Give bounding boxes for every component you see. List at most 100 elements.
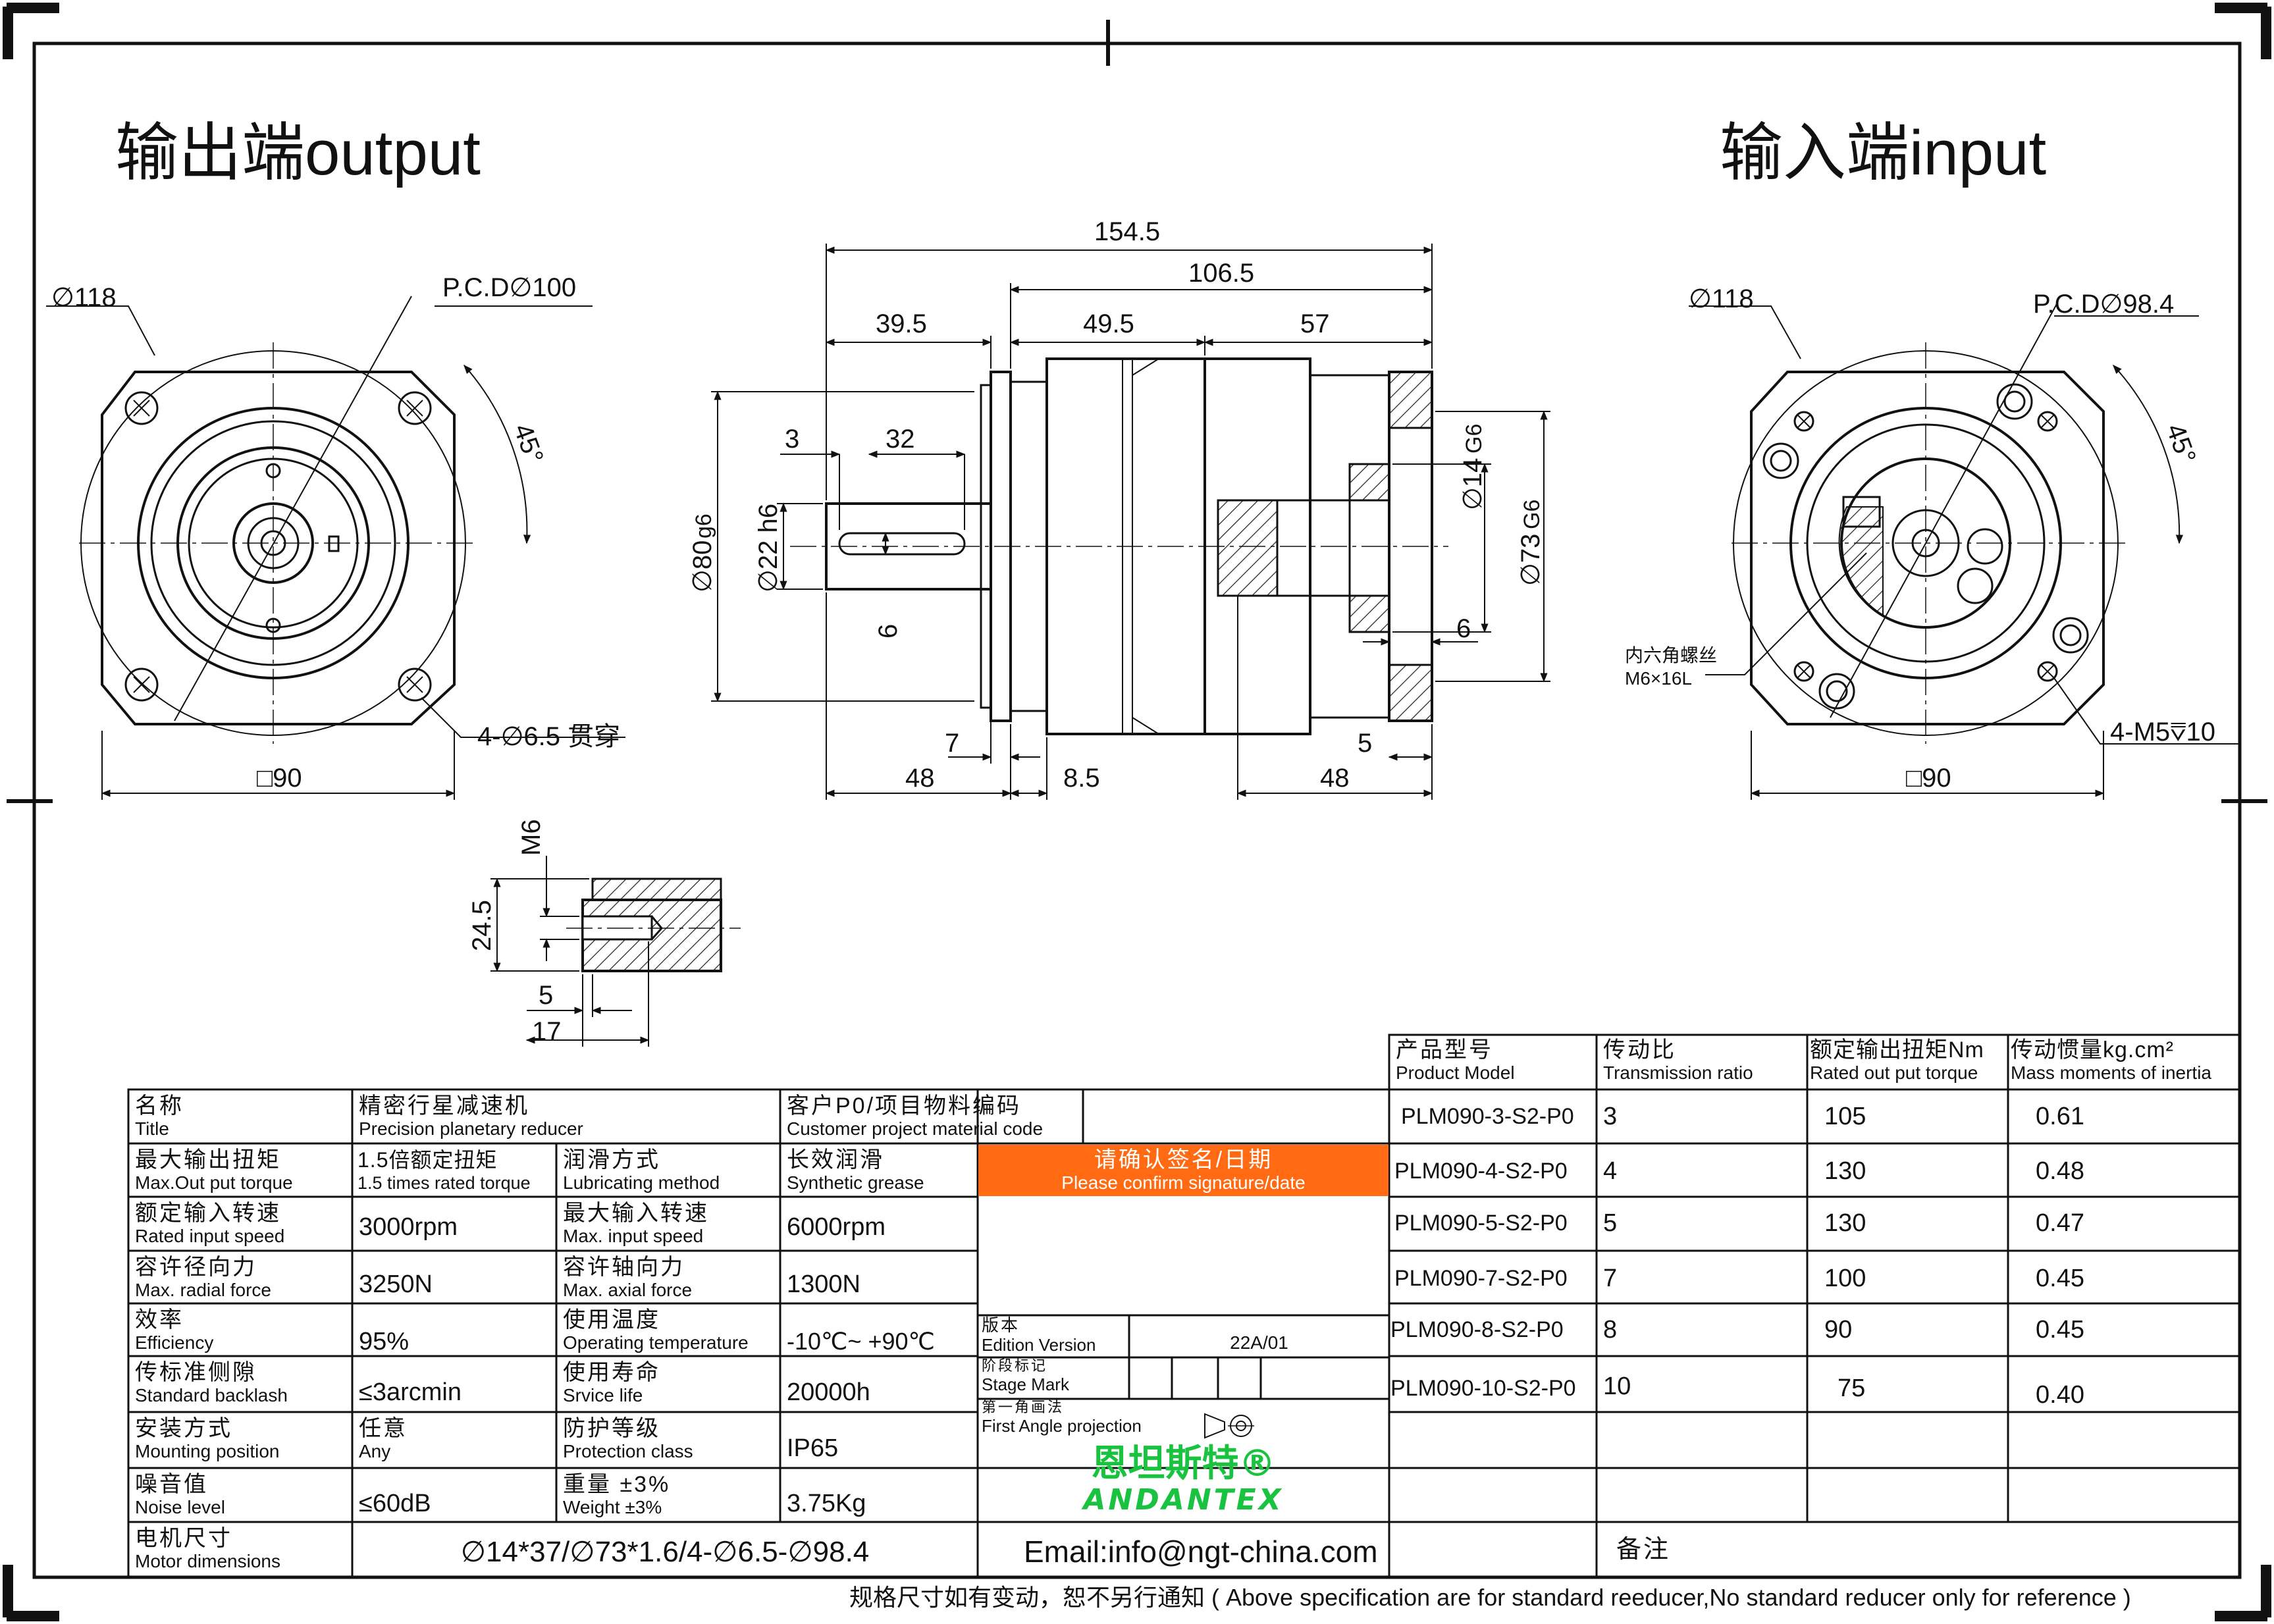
value-en: Any xyxy=(359,1441,391,1461)
value: 1300N xyxy=(787,1270,860,1298)
dim-bore-dia: ∅14 G6 xyxy=(1458,424,1487,510)
dim-spigot-depth: 6 xyxy=(1456,614,1471,643)
label-zh: 最大输出扭矩 xyxy=(135,1147,281,1172)
confirm-signature[interactable]: 请确认签名/日期 Please confirm signature/date xyxy=(978,1145,1388,1196)
dim-48-right: 48 xyxy=(1320,764,1350,793)
projection-label: 第一角画法 First Angle projection xyxy=(978,1399,1202,1440)
inertia-cell: 0.48 xyxy=(2036,1157,2084,1185)
svg-text:G6: G6 xyxy=(1462,424,1487,454)
email-text: Email:info@ngt-china.com xyxy=(1024,1534,1378,1569)
efficiency-label: 效率 Efficiency xyxy=(128,1305,352,1356)
svg-text:∅14: ∅14 xyxy=(1458,458,1487,510)
header-zh: 额定输出扭矩Nm xyxy=(1810,1037,1984,1062)
value: ≤3arcmin xyxy=(359,1378,462,1406)
inertia-header: 传动惯量kg.cm² Mass moments of inertia xyxy=(2008,1035,2240,1089)
dim-shaft-length: 39.5 xyxy=(876,309,927,338)
backlash-label: 传标准侧隙 Standard backlash xyxy=(128,1357,352,1412)
edition-label: 版本 Edition Version xyxy=(978,1315,1129,1357)
model-cell: PLM090-4-S2-P0 xyxy=(1394,1159,1568,1184)
label-zh: 客户P0/项目物料编码 xyxy=(787,1093,1022,1118)
torque-cell: 100 xyxy=(1824,1265,1866,1292)
side-view xyxy=(711,244,1550,800)
dim-spigot-dia: ∅73 G6 xyxy=(1516,500,1545,586)
in-screw-en: M6×16L xyxy=(1625,668,1692,689)
label-en: Max.Out put torque xyxy=(135,1172,293,1193)
weight-value: 3.75Kg xyxy=(780,1489,978,1522)
header-zh: 产品型号 xyxy=(1396,1037,1493,1062)
label-en: Efficiency xyxy=(135,1332,214,1353)
edition-value: 22A/01 xyxy=(1129,1332,1389,1357)
dim-body-b: 57 xyxy=(1300,309,1330,338)
motor-value: ∅14*37/∅73*1.6/4-∅6.5-∅98.4 xyxy=(352,1532,978,1577)
rated-speed-value: 3000rpm xyxy=(352,1210,556,1249)
value-en: Synthetic grease xyxy=(787,1172,924,1193)
torque-cell: 105 xyxy=(1824,1103,1866,1130)
out-square: □90 xyxy=(257,764,302,793)
dim-key-width: 6 xyxy=(874,624,903,639)
label-zh: 安装方式 xyxy=(135,1416,232,1441)
detail-17: 17 xyxy=(532,1017,562,1046)
model-cell: PLM090-5-S2-P0 xyxy=(1394,1211,1568,1236)
footer-note: 规格尺寸如有变动，恕不另行通知 ( Above specification ar… xyxy=(849,1584,2131,1611)
value-zh: 精密行星减速机 xyxy=(359,1093,529,1118)
in-pcd: P.C.D∅98.4 xyxy=(2033,290,2174,319)
value: IP65 xyxy=(787,1434,839,1462)
torque-cell: 130 xyxy=(1824,1157,1866,1185)
label-en: Protection class xyxy=(563,1441,693,1461)
radial-value: 3250N xyxy=(352,1267,556,1303)
svg-text:∅73: ∅73 xyxy=(1516,534,1545,586)
dim-shaft-dia: ∅22 h6 xyxy=(754,504,783,592)
out-angle: 45° xyxy=(508,420,549,467)
label-en: First Angle projection xyxy=(982,1416,1142,1436)
model-cell: PLM090-3-S2-P0 xyxy=(1401,1104,1574,1129)
label-zh: 噪音值 xyxy=(135,1472,208,1497)
value-zh: 1.5倍额定扭矩 xyxy=(357,1148,498,1172)
torque-header: 额定输出扭矩Nm Rated out put torque xyxy=(1807,1035,2008,1089)
protection-value: IP65 xyxy=(780,1434,978,1468)
label-en: Max. radial force xyxy=(135,1280,271,1300)
mounting-value: 任意 Any xyxy=(352,1413,556,1468)
label-zh: 润滑方式 xyxy=(563,1147,660,1172)
value-zh: 长效润滑 xyxy=(787,1147,884,1172)
ratio-cell: 8 xyxy=(1603,1316,1618,1344)
inertia-cell: 0.47 xyxy=(2036,1209,2084,1237)
label-en: Lubricating method xyxy=(563,1172,720,1193)
in-outer-dia: ∅118 xyxy=(1689,284,1754,313)
value: 3250N xyxy=(359,1270,433,1298)
label-en: Customer project material code xyxy=(787,1118,1044,1139)
ratio-cell: 5 xyxy=(1603,1209,1618,1237)
value-zh: 任意 xyxy=(359,1416,408,1441)
customer-label: 客户P0/项目物料编码 Customer project material co… xyxy=(780,1091,1083,1143)
torque-cell: 75 xyxy=(1838,1375,1866,1402)
label-zh: 阶段标记 xyxy=(982,1357,1048,1374)
label-en: Max. axial force xyxy=(563,1280,693,1300)
lubrication-label: 润滑方式 Lubricating method xyxy=(556,1145,780,1197)
in-screw-zh: 内六角螺丝 xyxy=(1625,645,1717,666)
backlash-value: ≤3arcmin xyxy=(352,1378,556,1412)
dim-flange-dia: ∅80 g6 xyxy=(688,513,717,592)
ratio-header: 传动比 Transmission ratio xyxy=(1597,1035,1807,1089)
value: 3000rpm xyxy=(359,1213,458,1241)
label-en: Edition Version xyxy=(982,1335,1096,1355)
inertia-cell: 0.40 xyxy=(2036,1381,2084,1409)
label-en: Operating temperature xyxy=(563,1332,749,1353)
email[interactable]: Email:info@ngt-china.com xyxy=(978,1531,1389,1577)
value: -10℃~ +90℃ xyxy=(787,1328,935,1355)
rated-speed-label: 额定输入转速 Rated input speed xyxy=(128,1198,352,1251)
title-label: 名称 Title xyxy=(128,1091,352,1143)
label-zh: 使用温度 xyxy=(563,1307,660,1332)
label-zh: 容许轴向力 xyxy=(563,1255,685,1280)
noise-label: 噪音值 Noise level xyxy=(128,1469,352,1522)
temperature-label: 使用温度 Operating temperature xyxy=(556,1305,780,1356)
title-block-grid xyxy=(127,1034,2241,1579)
output-mount-hole xyxy=(124,668,159,702)
label-en: Mounting position xyxy=(135,1441,280,1461)
motor-label: 电机尺寸 Motor dimensions xyxy=(128,1523,352,1577)
ratio-cell: 4 xyxy=(1603,1157,1618,1185)
stage-label: 阶段标记 Stage Mark xyxy=(978,1357,1129,1399)
detail-view xyxy=(490,856,741,1047)
label-zh: 使用寿命 xyxy=(563,1360,660,1385)
temperature-value: -10℃~ +90℃ xyxy=(780,1327,978,1356)
title-value: 精密行星减速机 Precision planetary reducer xyxy=(352,1091,780,1143)
model-header: 产品型号 Product Model xyxy=(1389,1035,1597,1089)
